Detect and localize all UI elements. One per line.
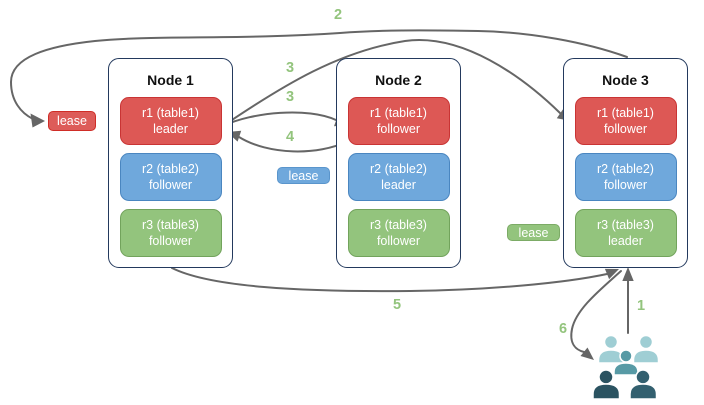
replica-name: r3 (table3) — [597, 218, 654, 232]
step-label-3a: 3 — [285, 60, 295, 76]
replica-role: follower — [148, 178, 193, 192]
node-1-replica-r2: r2 (table2) follower — [119, 153, 222, 201]
step-label-6: 6 — [558, 321, 568, 337]
replica-name: r2 (table2) — [370, 162, 427, 176]
node-3-title: Node 3 — [602, 72, 649, 88]
user-bottom-left — [592, 369, 621, 400]
replica-role: follower — [148, 234, 193, 248]
lease-tag-table1: lease — [48, 111, 96, 131]
node-1-box: Node 1 r1 (table1) leader r2 (table2) fo… — [108, 58, 233, 268]
lease-tag-table3: lease — [507, 224, 560, 241]
arrow-step-2 — [9, 29, 628, 128]
node-2-title: Node 2 — [375, 72, 422, 88]
step-label-3b: 3 — [285, 89, 295, 105]
replica-role: follower — [376, 122, 421, 136]
node-3-replica-r3: r3 (table3) leader — [574, 209, 677, 257]
replica-role: leader — [153, 122, 188, 136]
replica-role: follower — [603, 178, 648, 192]
arrow-step-1 — [622, 267, 634, 334]
arrow-step-5 — [171, 267, 619, 293]
lease-tag-table2: lease — [277, 167, 330, 184]
step-label-5: 5 — [392, 297, 402, 313]
users-group-icon — [592, 334, 660, 400]
replica-name: r1 (table1) — [370, 106, 427, 120]
arrow-step-6 — [570, 270, 622, 360]
node-3-replica-r2: r2 (table2) follower — [574, 153, 677, 201]
node-2-replica-r1: r1 (table1) follower — [347, 97, 450, 145]
replica-name: r2 (table2) — [597, 162, 654, 176]
node-2-box: Node 2 r1 (table1) follower r2 (table2) … — [336, 58, 461, 268]
user-bottom-right — [629, 369, 658, 400]
step-label-1: 1 — [636, 298, 646, 314]
node-2-replica-r2: r2 (table2) leader — [347, 153, 450, 201]
replica-role: leader — [608, 234, 643, 248]
replica-role: leader — [381, 178, 416, 192]
node-3-replica-r1: r1 (table1) follower — [574, 97, 677, 145]
replica-name: r3 (table3) — [370, 218, 427, 232]
replica-role: follower — [376, 234, 421, 248]
replica-role: follower — [603, 122, 648, 136]
user-middle — [613, 349, 639, 376]
node-1-replica-r1: r1 (table1) leader — [119, 97, 222, 145]
replica-name: r2 (table2) — [142, 162, 199, 176]
node-3-box: Node 3 r1 (table1) follower r2 (table2) … — [563, 58, 688, 268]
replica-name: r3 (table3) — [142, 218, 199, 232]
node-2-replica-r3: r3 (table3) follower — [347, 209, 450, 257]
user-top-left — [597, 334, 625, 364]
user-top-right — [632, 334, 660, 364]
node-1-title: Node 1 — [147, 72, 194, 88]
step-label-4: 4 — [285, 129, 295, 145]
node-1-replica-r3: r3 (table3) follower — [119, 209, 222, 257]
step-label-2: 2 — [333, 7, 343, 23]
replica-name: r1 (table1) — [597, 106, 654, 120]
replica-name: r1 (table1) — [142, 106, 199, 120]
